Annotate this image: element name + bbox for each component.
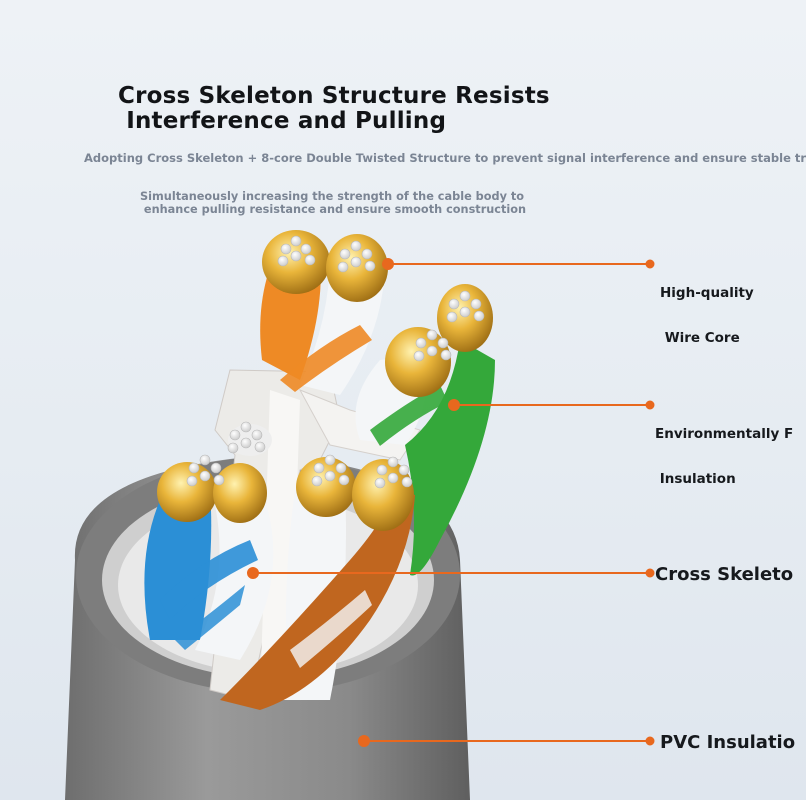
title-line-2: Interference and Pulling [118,108,447,134]
callout-pvc: PVC Insulatio [660,732,796,753]
callout-insulation: Environmentally F Insulation [655,397,800,502]
callout-wire-core: High-quality Wire Core [660,256,754,361]
callout-cross-skeleton: Cross Skeleto [655,564,794,585]
twisted-pair-orange-icon [260,230,388,395]
copper-strands-icon [186,235,485,489]
title-line-1: Cross Skeleton Structure Resists [118,83,550,109]
leader-dot-wire-core [382,258,394,270]
sub-description-line-1: Simultaneously increasing the strength o… [140,190,525,203]
description: Adopting Cross Skeleton + 8-core Double … [84,151,806,165]
leader-dot-pvc [358,735,370,747]
leader-dot-cross-skeleton [247,567,259,579]
twisted-pair-green-icon [355,284,495,576]
callout-insulation-line-2: Insulation [655,471,736,487]
leader-dot-insulation [448,399,460,411]
page-title: Cross Skeleton Structure Resists Interfe… [118,84,718,134]
callout-insulation-line-1: Environmentally F [655,426,794,442]
callout-wire-core-line-2: Wire Core [660,330,740,346]
sub-description: Simultaneously increasing the strength o… [140,190,600,216]
leader-lines [247,258,655,747]
twisted-pair-brown-icon [220,457,415,710]
sub-description-line-2: enhance pulling resistance and ensure sm… [140,203,527,216]
callout-wire-core-line-1: High-quality [660,285,754,301]
